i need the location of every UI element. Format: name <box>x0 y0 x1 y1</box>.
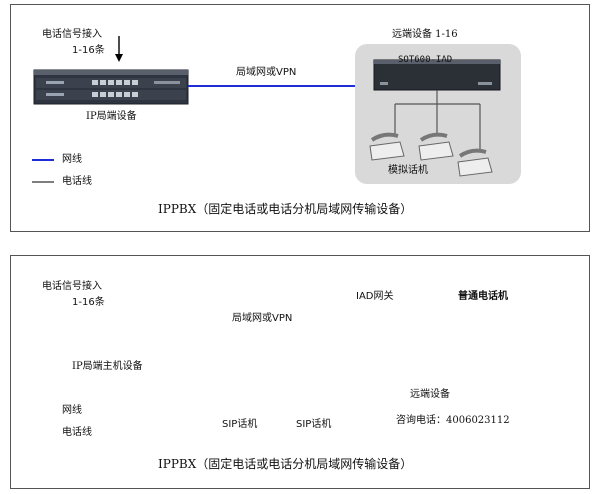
legend-net-label-top: 网线 <box>62 154 82 165</box>
remote-device-label: 远端设备 <box>410 389 450 400</box>
caption-bottom: IPPBX（固定电话或电话分机局域网传输设备） <box>158 457 413 471</box>
signal-arrow-top <box>115 36 123 62</box>
iad-device-top <box>373 59 501 91</box>
link-label-top: 局域网或VPN <box>236 67 297 78</box>
remote-title: 远端设备 1-16 <box>392 29 458 40</box>
main-device-label-top: IP局端设备 <box>86 111 137 122</box>
analog-phone-1 <box>369 132 405 161</box>
phone-wiring-top <box>394 90 481 152</box>
signal-count-label-top: 1-16条 <box>72 45 105 56</box>
legend-net-label-bottom: 网线 <box>62 405 82 416</box>
iad-gateway-label: IAD网关 <box>356 291 394 302</box>
link-label-bottom: 局域网或VPN <box>232 313 293 324</box>
legend-phone-label-top: 电话线 <box>62 176 92 187</box>
sip-phone-label-1: SIP话机 <box>222 419 258 430</box>
iad-model-label: SOT600-IAD <box>398 55 453 65</box>
sip-phone-label-2: SIP话机 <box>296 419 332 430</box>
caption-top: IPPBX（固定电话或电话分机局域网传输设备） <box>158 202 413 216</box>
analog-phone-3 <box>457 148 493 177</box>
hotline-label: 咨询电话：4006023112 <box>396 415 510 426</box>
ip-main-device-top <box>33 69 189 105</box>
analog-phone-label: 模拟话机 <box>388 165 428 176</box>
analog-phone-2 <box>418 132 454 161</box>
diagram-panel-bottom <box>10 255 590 489</box>
signal-in-label-bottom: 电话信号接入 <box>42 281 102 292</box>
signal-in-label-top: 电话信号接入 <box>42 29 102 40</box>
ordinary-phone-label: 普通电话机 <box>458 291 508 302</box>
legend-phone-label-bottom: 电话线 <box>62 427 92 438</box>
signal-count-label-bottom: 1-16条 <box>72 297 105 308</box>
main-device-label-bottom: IP局端主机设备 <box>72 361 143 372</box>
